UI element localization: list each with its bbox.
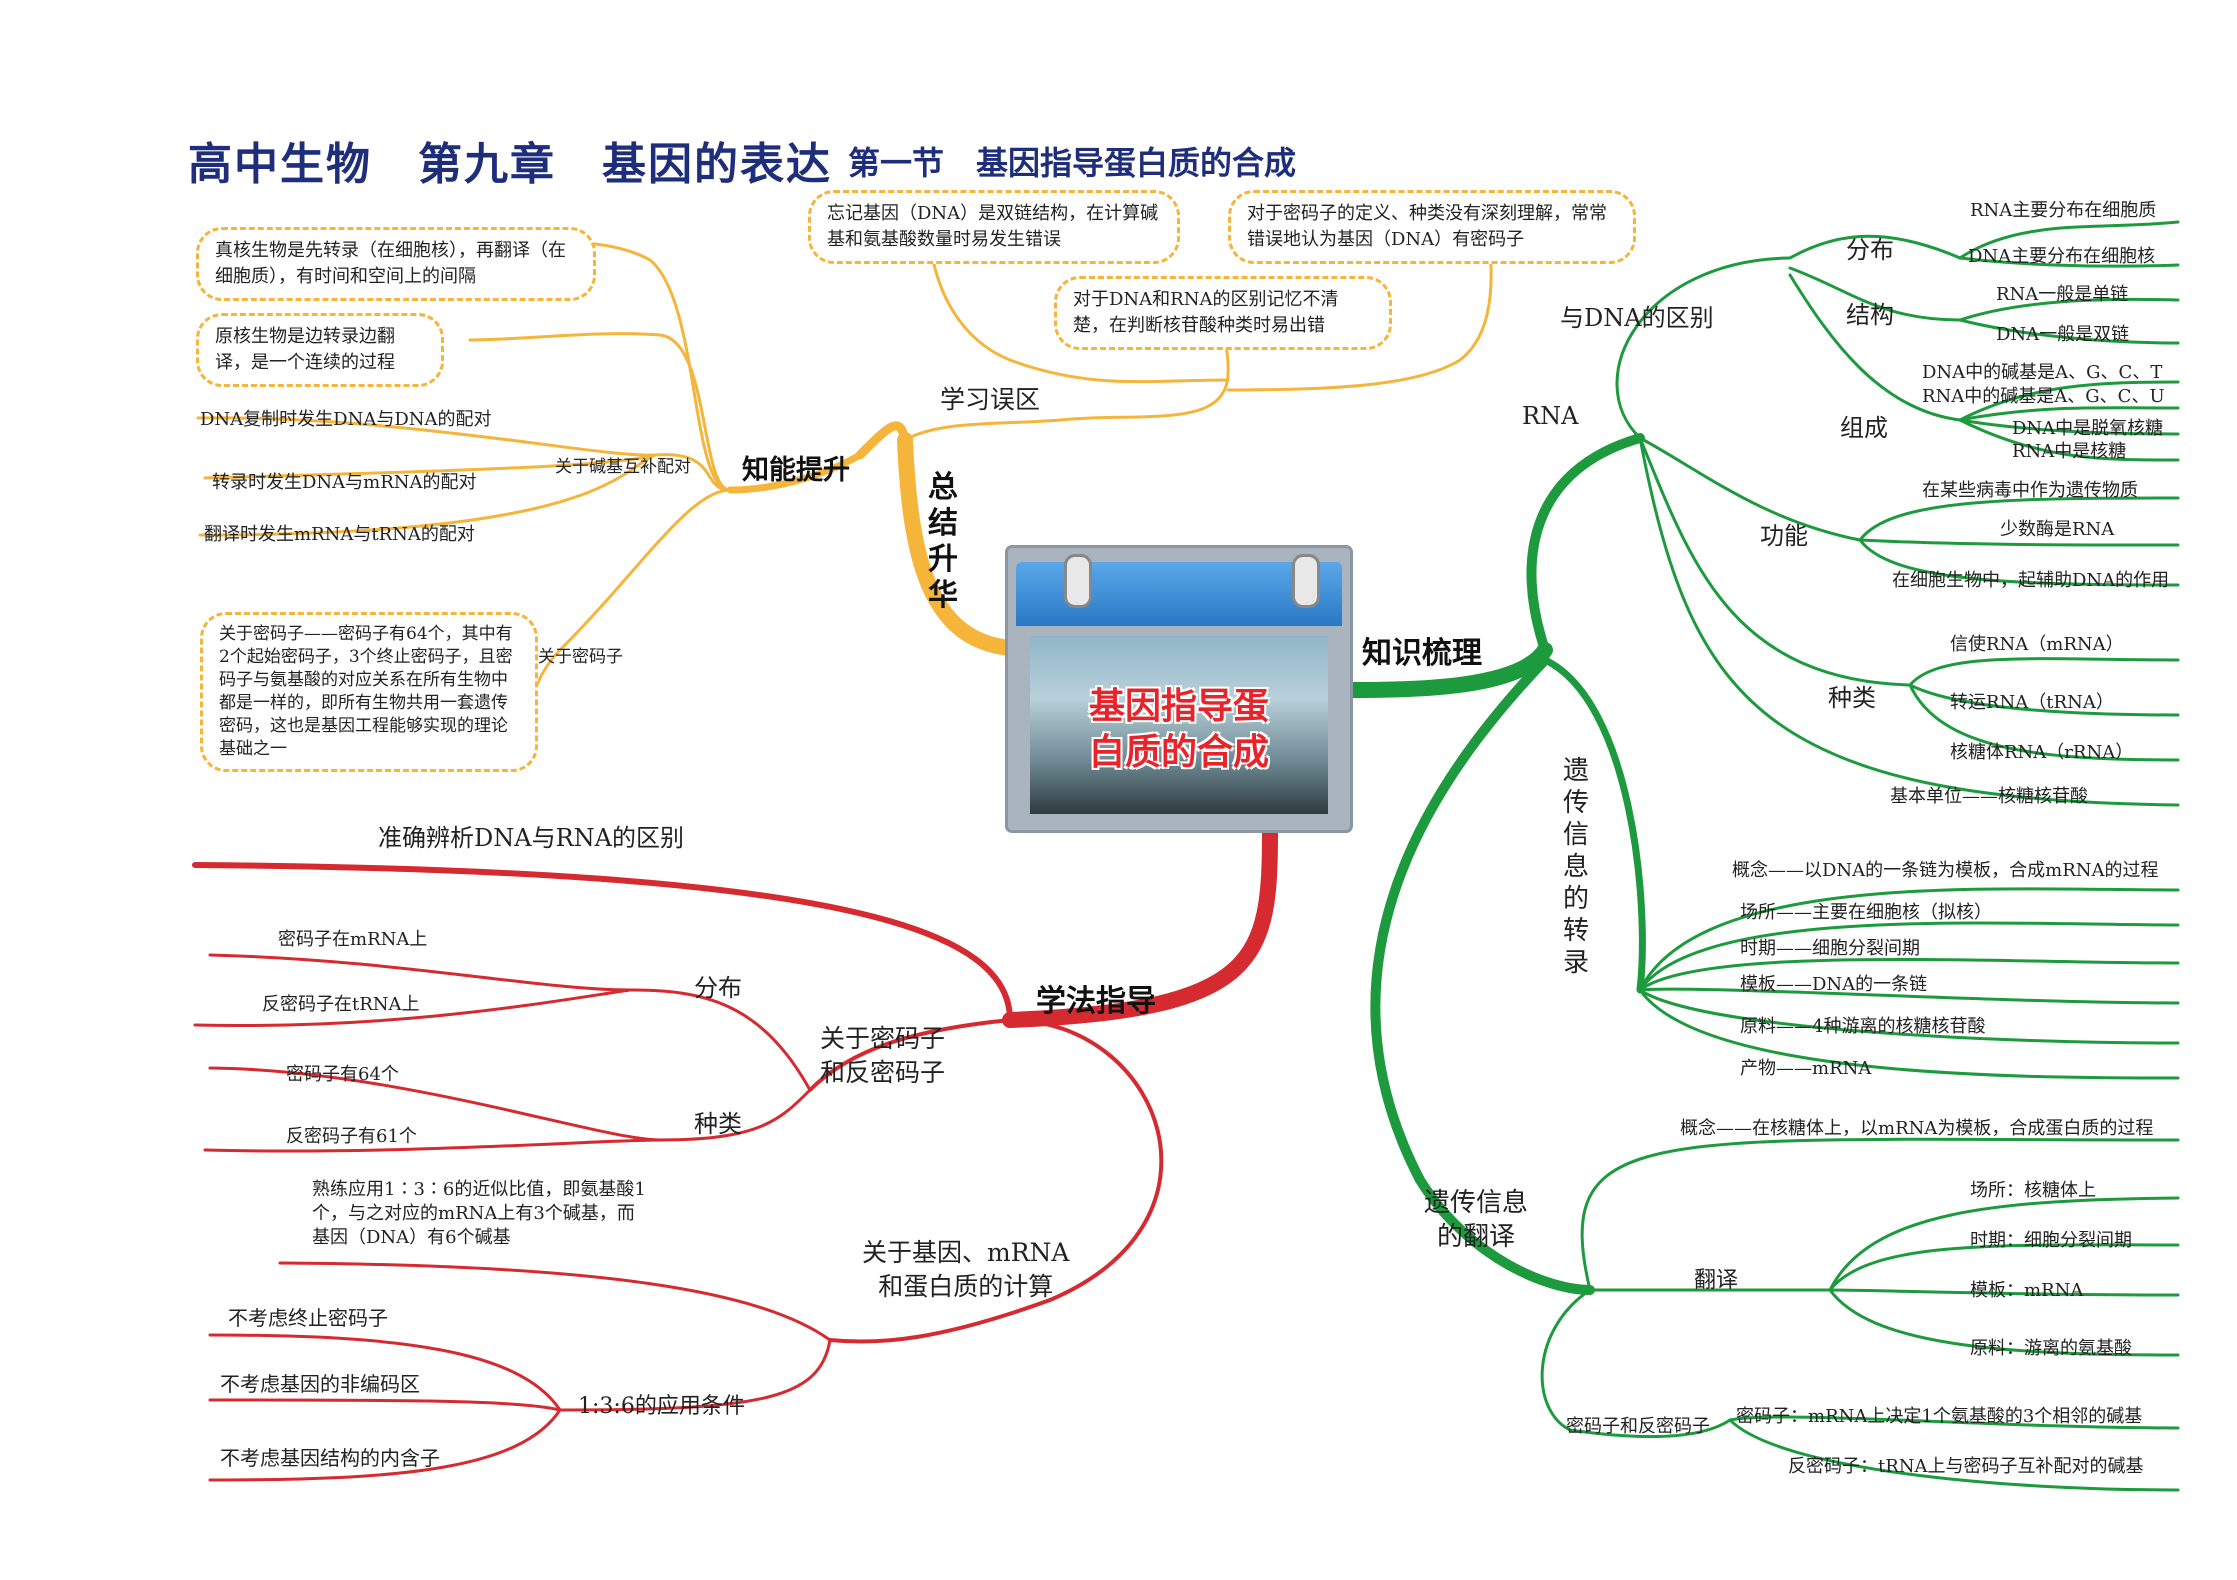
node-dna-rna-diff: 准确辨析DNA与RNA的区别 [378,824,684,852]
node-red-types: 种类 [694,1110,742,1138]
calendar-ring-icon [1064,554,1092,608]
leaf: 密码子：mRNA上决定1个氨基酸的3个相邻的碱基 [1736,1406,2143,1427]
note-mistake-3: 对于密码子的定义、种类没有深刻理解，常常错误地认为基因（DNA）有密码子 [1228,190,1636,264]
node-translation: 遗传信息 的翻译 [1424,1188,1529,1252]
leaf: 在某些病毒中作为遗传物质 [1922,480,2138,501]
leaf: 时期——细胞分裂间期 [1740,938,1920,959]
leaf: 密码子有64个 [286,1064,399,1085]
leaf: 不考虑终止密码子 [228,1306,388,1330]
note-prokaryote: 原核生物是边转录边翻译，是一个连续的过程 [196,313,444,387]
node-composition: 组成 [1840,414,1888,442]
leaf: 不考虑基因结构的内含子 [220,1446,440,1470]
leaf: DNA中的碱基是A、G、C、T [1922,362,2163,383]
leaf: 模板：mRNA [1970,1280,2084,1301]
central-topic-node: 基因指导蛋 白质的合成 [1008,548,1350,830]
leaf: 场所——主要在细胞核（拟核） [1740,902,1992,923]
node-rna: RNA [1522,402,1579,430]
leaf: 场所：核糖体上 [1970,1180,2096,1201]
leaf: 密码子在mRNA上 [278,929,428,950]
leaf: 不考虑基因的非编码区 [220,1372,420,1396]
node-red-distribution: 分布 [694,974,742,1002]
node-transcription: 遗传信息的转录 [1562,756,1589,978]
node-rna-dna-diff: 与DNA的区别 [1560,304,1714,332]
leaf: 原料——4种游离的核糖核苷酸 [1740,1016,1986,1037]
leaf: 概念——在核糖体上，以mRNA为模板，合成蛋白质的过程 [1680,1118,2154,1139]
leaf: 转运RNA（tRNA） [1950,692,2114,713]
node-codon-anticodon: 密码子和反密码子 [1566,1416,1710,1437]
leaf: DNA主要分布在细胞核 [1968,246,2156,267]
node-rna-types: 种类 [1828,684,1876,712]
branch-summary-label: 总结升华 [928,470,958,613]
branch-method-label: 学法指导 [1036,984,1156,1019]
node-structure: 结构 [1846,301,1894,329]
leaf: 反密码子在tRNA上 [262,994,420,1015]
note-codon: 关于密码子——密码子有64个，其中有2个起始密码子，3个终止密码子，且密码子与氨… [200,612,538,772]
page-title: 高中生物 第九章 基因的表达 [188,139,832,190]
leaf: RNA中是核糖 [2012,441,2127,462]
central-topic-image: 基因指导蛋 白质的合成 [1030,636,1328,814]
central-topic-label: 基因指导蛋 白质的合成 [1088,686,1269,773]
node-zhineng: 知能提升 [742,455,850,486]
leaf: 概念——以DNA的一条链为模板，合成mRNA的过程 [1732,860,2159,881]
leaf: 少数酶是RNA [2000,519,2115,540]
pairing-item: DNA复制时发生DNA与DNA的配对 [200,409,492,430]
note-mistake-2: 对于DNA和RNA的区别记忆不清楚，在判断核苷酸种类时易出错 [1054,276,1392,350]
node-mistakes: 学习误区 [940,385,1041,414]
pairing-item: 转录时发生DNA与mRNA的配对 [212,472,477,493]
leaf: 基本单位——核糖核苷酸 [1890,786,2088,807]
leaf: 原料：游离的氨基酸 [1970,1338,2132,1359]
node-base-pairing: 关于碱基互补配对 [555,457,691,477]
leaf: RNA一般是单链 [1996,284,2129,305]
calendar-header [1016,554,1342,626]
node-codon-about: 关于密码子 [538,647,623,667]
leaf: 反密码子有61个 [286,1126,417,1147]
leaf: 反密码子：tRNA上与密码子互补配对的碱基 [1788,1456,2144,1477]
leaf: 在细胞生物中，起辅助DNA的作用 [1892,570,2170,591]
section-title: 第一节 基因指导蛋白质的合成 [848,144,1297,182]
leaf: 产物——mRNA [1740,1058,1872,1079]
leaf: RNA主要分布在细胞质 [1970,200,2157,221]
note-ratio: 熟练应用1∶3∶6的近似比值，即氨基酸1个，与之对应的mRNA上有3个碱基，而基… [312,1179,646,1248]
node-translate-process: 翻译 [1694,1268,1739,1293]
leaf: 核糖体RNA（rRNA） [1950,742,2134,763]
note-mistake-1: 忘记基因（DNA）是双链结构，在计算碱基和氨基酸数量时易发生错误 [808,190,1180,264]
leaf: DNA中是脱氧核糖 [2012,418,2164,439]
node-distribution: 分布 [1846,236,1894,264]
leaf: 时期：细胞分裂间期 [1970,1230,2132,1251]
leaf: 信使RNA（mRNA） [1950,634,2124,655]
node-calc: 关于基因、mRNA 和蛋白质的计算 [862,1238,1070,1301]
node-function: 功能 [1760,522,1808,550]
branch-knowledge-label: 知识梳理 [1362,636,1482,671]
note-eukaryote: 真核生物是先转录（在细胞核），再翻译（在细胞质），有时间和空间上的间隔 [196,227,596,301]
leaf: RNA中的碱基是A、G、C、U [1922,386,2165,407]
calendar-ring-icon [1292,554,1320,608]
leaf: DNA一般是双链 [1996,324,2130,345]
leaf: 模板——DNA的一条链 [1740,974,1928,995]
pairing-item: 翻译时发生mRNA与tRNA的配对 [204,524,475,545]
node-conditions: 1:3:6的应用条件 [578,1394,745,1419]
node-codon-anticodon-about: 关于密码子 和反密码子 [820,1024,946,1087]
